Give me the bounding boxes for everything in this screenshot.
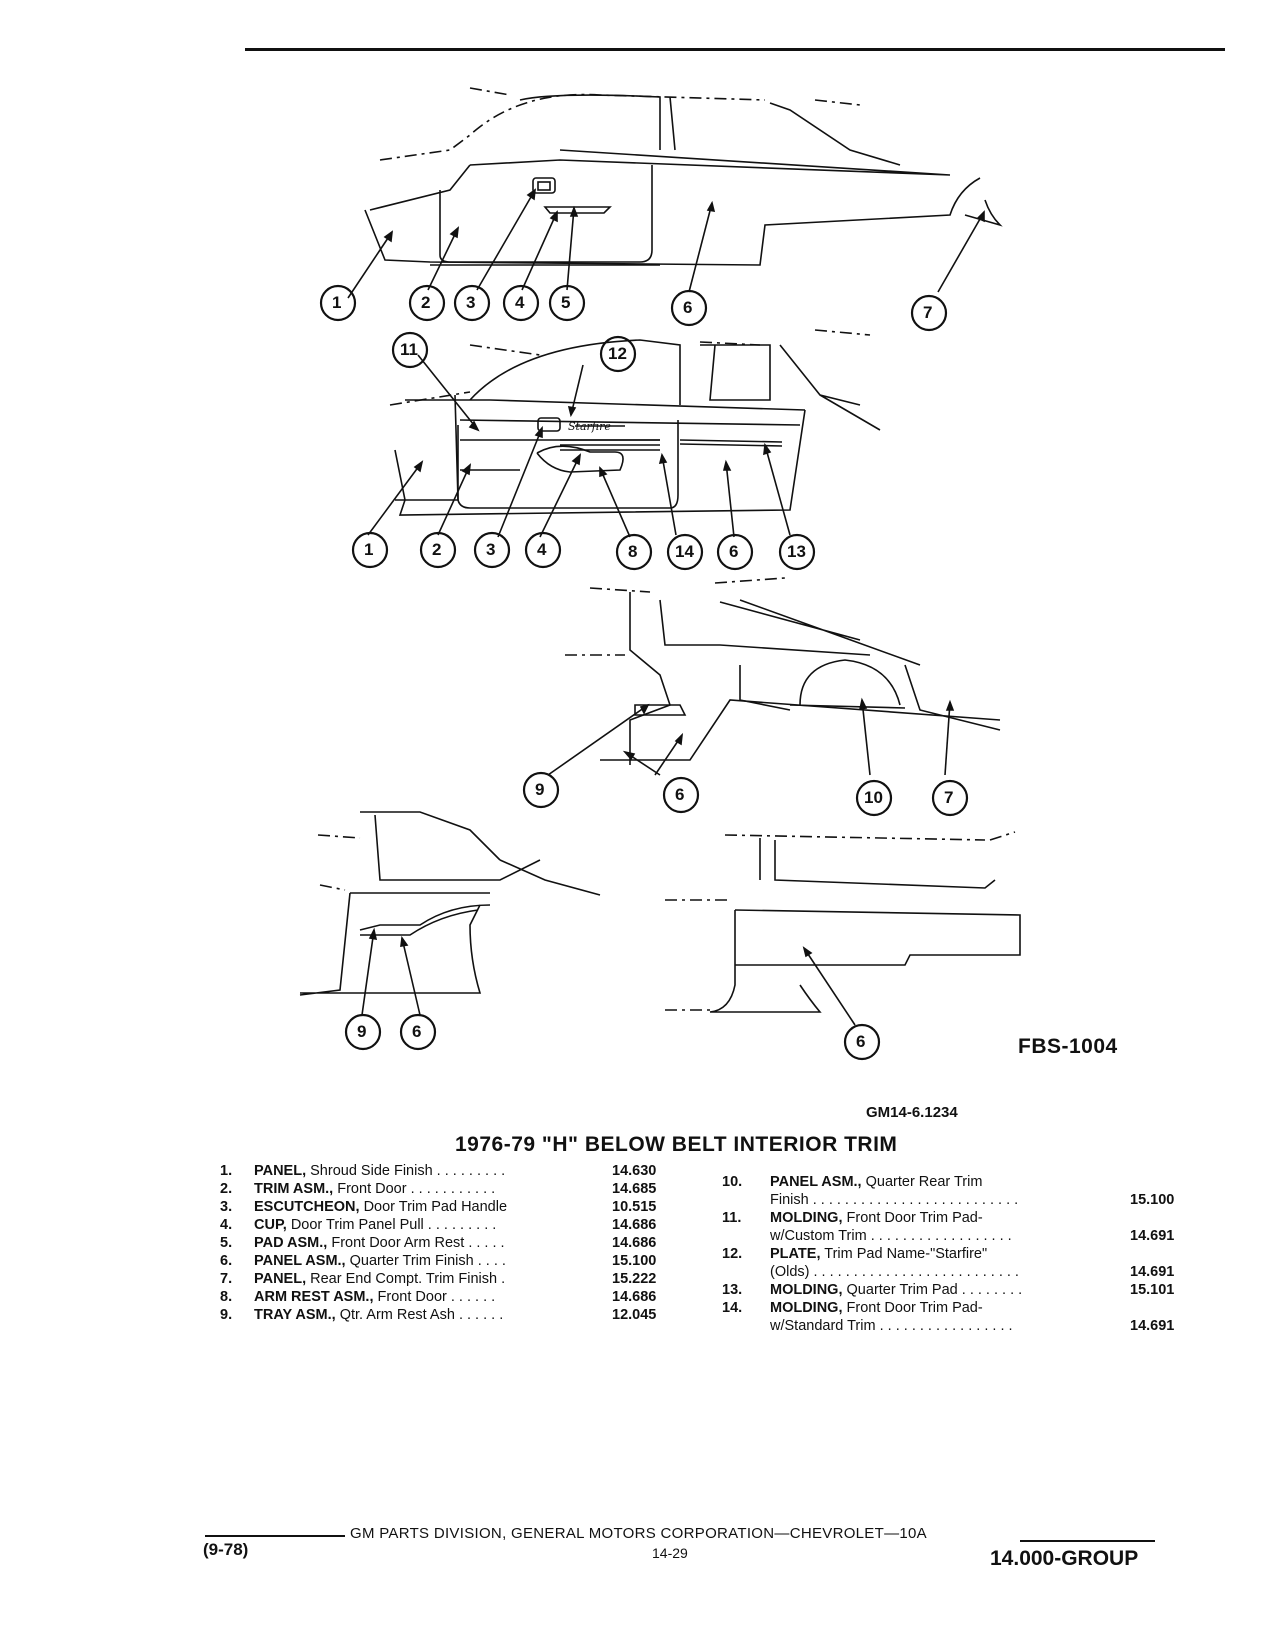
callout-2: 2 <box>421 293 431 312</box>
callout-1: 1 <box>364 540 374 559</box>
list-item: 5.PAD ASM., Front Door Arm Rest . . . . … <box>220 1235 657 1251</box>
callout-1: 1 <box>332 293 342 312</box>
list-item: 6.PANEL ASM., Quarter Trim Finish . . . … <box>220 1253 657 1269</box>
list-item: 9.TRAY ASM., Qtr. Arm Rest Ash . . . . .… <box>220 1307 657 1323</box>
callout-3: 3 <box>466 293 476 312</box>
view4-leaders <box>361 927 421 1016</box>
footer-publisher: GM PARTS DIVISION, GENERAL MOTORS CORPOR… <box>350 1525 927 1542</box>
callout-13: 13 <box>787 542 806 561</box>
callout-6: 6 <box>856 1032 866 1051</box>
list-item-continuation: Finish . . . . . . . . . . . . . . . . .… <box>770 1192 1175 1208</box>
callout-4: 4 <box>537 540 547 559</box>
list-item: 7.PANEL, Rear End Compt. Trim Finish .15… <box>220 1271 657 1287</box>
view1-leaders <box>347 188 985 299</box>
view3-leaders <box>547 697 955 776</box>
list-item: 13.MOLDING, Quarter Trim Pad . . . . . .… <box>722 1282 1175 1298</box>
figure-code: FBS-1004 <box>1018 1035 1118 1058</box>
list-item: 4.CUP, Door Trim Panel Pull . . . . . . … <box>220 1217 657 1233</box>
starfire-nameplate: Starfire <box>568 420 611 433</box>
callout-7: 7 <box>923 303 933 322</box>
callout-9: 9 <box>535 780 545 799</box>
callout-6: 6 <box>683 298 693 317</box>
callout-8: 8 <box>628 542 638 561</box>
list-item: 10.PANEL ASM., Quarter Rear Trim <box>722 1174 983 1190</box>
view1-drawing <box>364 87 1003 266</box>
view3-drawing <box>565 577 1001 765</box>
callout-6: 6 <box>675 785 685 804</box>
list-item-continuation: w/Custom Trim . . . . . . . . . . . . . … <box>770 1228 1175 1244</box>
list-item-continuation: w/Standard Trim . . . . . . . . . . . . … <box>770 1318 1175 1334</box>
view5-drawing <box>665 831 1021 1013</box>
view4-drawing <box>299 811 601 996</box>
callouts-layer: 1 2 3 4 5 6 7 11 12 1 2 3 4 8 14 6 13 9 … <box>319 284 969 1061</box>
trim-diagram: Starfire <box>299 87 1021 1026</box>
callout-7: 7 <box>944 788 954 807</box>
view5-leaders <box>802 946 856 1026</box>
list-item: 1.PANEL, Shroud Side Finish . . . . . . … <box>220 1163 657 1179</box>
catalog-reference: GM14-6.1234 <box>866 1104 958 1121</box>
list-item: 11.MOLDING, Front Door Trim Pad- <box>722 1210 983 1226</box>
list-item-continuation: (Olds) . . . . . . . . . . . . . . . . .… <box>770 1264 1175 1280</box>
callout-6: 6 <box>412 1022 422 1041</box>
list-item: 12.PLATE, Trim Pad Name-"Starfire" <box>722 1246 988 1262</box>
callout-2: 2 <box>432 540 442 559</box>
list-item: 14.MOLDING, Front Door Trim Pad- <box>722 1300 983 1316</box>
callout-9: 9 <box>357 1022 367 1041</box>
view2-leaders <box>367 354 791 538</box>
callout-5: 5 <box>561 293 571 312</box>
list-item: 2.TRIM ASM., Front Door . . . . . . . . … <box>220 1181 657 1197</box>
callout-4: 4 <box>515 293 525 312</box>
footer-group: 14.000-GROUP <box>990 1547 1139 1570</box>
parts-list-left: 1.PANEL, Shroud Side Finish . . . . . . … <box>220 1162 680 1324</box>
list-item: 8.ARM REST ASM., Front Door . . . . . .1… <box>220 1289 657 1305</box>
footer-rule-right <box>1020 1540 1155 1542</box>
callout-10: 10 <box>864 788 883 807</box>
callout-3: 3 <box>486 540 496 559</box>
callout-14: 14 <box>675 542 694 561</box>
callout-12: 12 <box>608 344 627 363</box>
parts-list-right: 10.PANEL ASM., Quarter Rear Trim Finish … <box>722 1173 1202 1335</box>
parts-list-title: 1976-79 "H" BELOW BELT INTERIOR TRIM <box>455 1133 898 1156</box>
page-number: 14-29 <box>652 1545 688 1561</box>
callout-6: 6 <box>729 542 739 561</box>
footer-rule-left <box>205 1535 345 1537</box>
top-rule <box>245 48 1225 51</box>
callout-circles <box>319 284 969 1061</box>
view2-drawing: Starfire <box>389 329 881 516</box>
callout-11: 11 <box>400 340 418 359</box>
footer-date: (9-78) <box>203 1540 249 1559</box>
